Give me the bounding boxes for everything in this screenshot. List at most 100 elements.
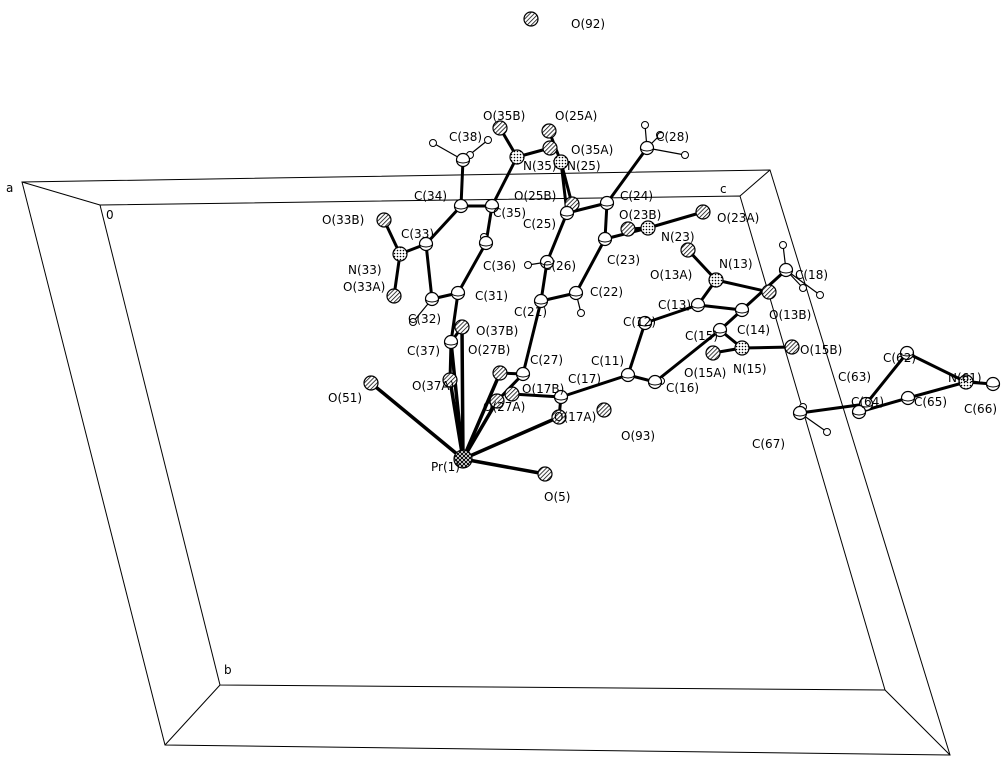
hydrogen-atom	[409, 318, 417, 326]
atom-n61	[958, 374, 974, 390]
bond-c17-o17b	[510, 392, 563, 399]
atom-n13	[708, 272, 724, 288]
atom-shading-arc	[485, 205, 499, 210]
atom-shading-arc	[859, 403, 873, 408]
atom-label-c16: C(16)	[666, 381, 699, 395]
atom-label-c33: C(33)	[401, 227, 434, 241]
atom-o33a	[386, 288, 402, 304]
atom-c28	[639, 140, 655, 156]
atom-c24	[599, 195, 615, 211]
atom-o35b	[492, 120, 508, 136]
atom-c14	[734, 302, 750, 318]
atom-label-c14: C(14)	[737, 323, 770, 337]
atom-o15a	[705, 345, 721, 361]
atom-c16	[647, 374, 663, 390]
bond-c13-c14	[696, 303, 744, 312]
bond-c32-c33	[424, 242, 434, 301]
atom-shading-arc	[444, 341, 458, 346]
atom-label-o51: O(51)	[328, 391, 362, 405]
bond-layer	[369, 126, 995, 476]
atom-c65	[900, 390, 916, 406]
hydrogen-atom	[823, 428, 831, 436]
bond-pr1-o37b	[460, 325, 465, 461]
bond-pr1-o51	[369, 381, 465, 461]
bond-pr1-c37	[449, 340, 465, 461]
atom-label-c66: C(66)	[964, 402, 997, 416]
atom-label-c62: C(62)	[883, 351, 916, 365]
atom-c22	[568, 285, 584, 301]
atom-shading-arc	[900, 352, 914, 357]
hydrogen-atom	[641, 121, 649, 129]
atom-shading-arc	[638, 322, 652, 327]
bond-n61-c62	[905, 351, 968, 384]
atom-n15	[734, 340, 750, 356]
atom-shading-arc	[534, 300, 548, 305]
atom-shading-arc	[600, 202, 614, 207]
atom-o17b	[504, 386, 520, 402]
bond-n15-o15b	[740, 345, 794, 350]
atom-label-c31: C(31)	[475, 289, 508, 303]
atom-n25	[553, 154, 569, 170]
atom-label-o37b: O(37B)	[476, 324, 518, 338]
atom-o5	[537, 466, 553, 482]
atom-label-o33b: O(33B)	[322, 213, 364, 227]
atom-o92	[523, 11, 539, 27]
hydrogen-atom	[799, 284, 807, 292]
atom-shading-arc	[425, 298, 439, 303]
atom-shading-arc	[540, 261, 554, 266]
atom-label-c35: C(35)	[493, 206, 526, 220]
atom-c67	[792, 405, 808, 421]
atom-label-o13b: O(13B)	[769, 308, 811, 322]
atom-o93	[596, 402, 612, 418]
atom-label-o35b: O(35B)	[483, 109, 525, 123]
atom-label-o17a: O(17A)	[554, 410, 596, 424]
hydrogen-layer	[409, 121, 994, 436]
atom-shading-arc	[852, 411, 866, 416]
atom-c37	[443, 334, 459, 350]
atom-label-c38: C(38)	[449, 130, 482, 144]
atom-shading-arc	[691, 304, 705, 309]
bond-n13-o13b	[714, 278, 771, 294]
atom-o15b	[784, 339, 800, 355]
bond-c63-c67	[798, 402, 868, 415]
atom-shading-arc	[793, 412, 807, 417]
hydrogen-atom	[656, 131, 664, 139]
atom-shading-arc	[560, 212, 574, 217]
atom-c25	[559, 205, 575, 221]
atom-o51	[363, 375, 379, 391]
unit-cell-depth-edge	[884, 689, 951, 756]
atom-label-o15a: O(15A)	[684, 366, 726, 380]
atom-shading-arc	[598, 238, 612, 243]
atom-label-layer: O(92)O(35B)O(25A)C(38)O(35A)C(28)N(35)N(…	[322, 17, 997, 504]
atom-o37a	[442, 372, 458, 388]
atom-c36	[478, 235, 494, 251]
atom-shading-arc	[621, 374, 635, 379]
bond-pr1-o5	[461, 457, 547, 476]
bond-c62-c63	[864, 351, 909, 406]
unit-cell-depth-edge	[739, 169, 771, 197]
atom-pr1	[453, 449, 473, 469]
bond-c37-c31	[449, 291, 460, 344]
atom-label-o93: O(93)	[621, 429, 655, 443]
atom-label-o27b: O(27B)	[468, 343, 510, 357]
bond-c24-c28	[605, 146, 649, 205]
atom-label-o17b: O(17B)	[522, 382, 564, 396]
atom-shading-arc	[451, 292, 465, 297]
atom-label-c23: C(23)	[607, 253, 640, 267]
atom-n35	[509, 149, 525, 165]
atom-shading-arc	[640, 147, 654, 152]
atom-c23	[597, 231, 613, 247]
atom-label-n35: N(35)	[523, 159, 557, 173]
atom-label-c13: C(13)	[658, 298, 691, 312]
atom-label-c32: C(32)	[408, 312, 441, 326]
atom-label-c28: C(28)	[656, 130, 689, 144]
atom-label-o35a: O(35A)	[571, 143, 613, 157]
atom-label-c26: C(26)	[543, 259, 576, 273]
atom-label-c12: C(12)	[623, 315, 656, 329]
atom-shading-arc	[554, 396, 568, 401]
atom-c34	[453, 198, 469, 214]
bond-c65-n61	[906, 380, 968, 400]
hydrogen-atom	[779, 241, 787, 249]
atom-c13	[690, 297, 706, 313]
